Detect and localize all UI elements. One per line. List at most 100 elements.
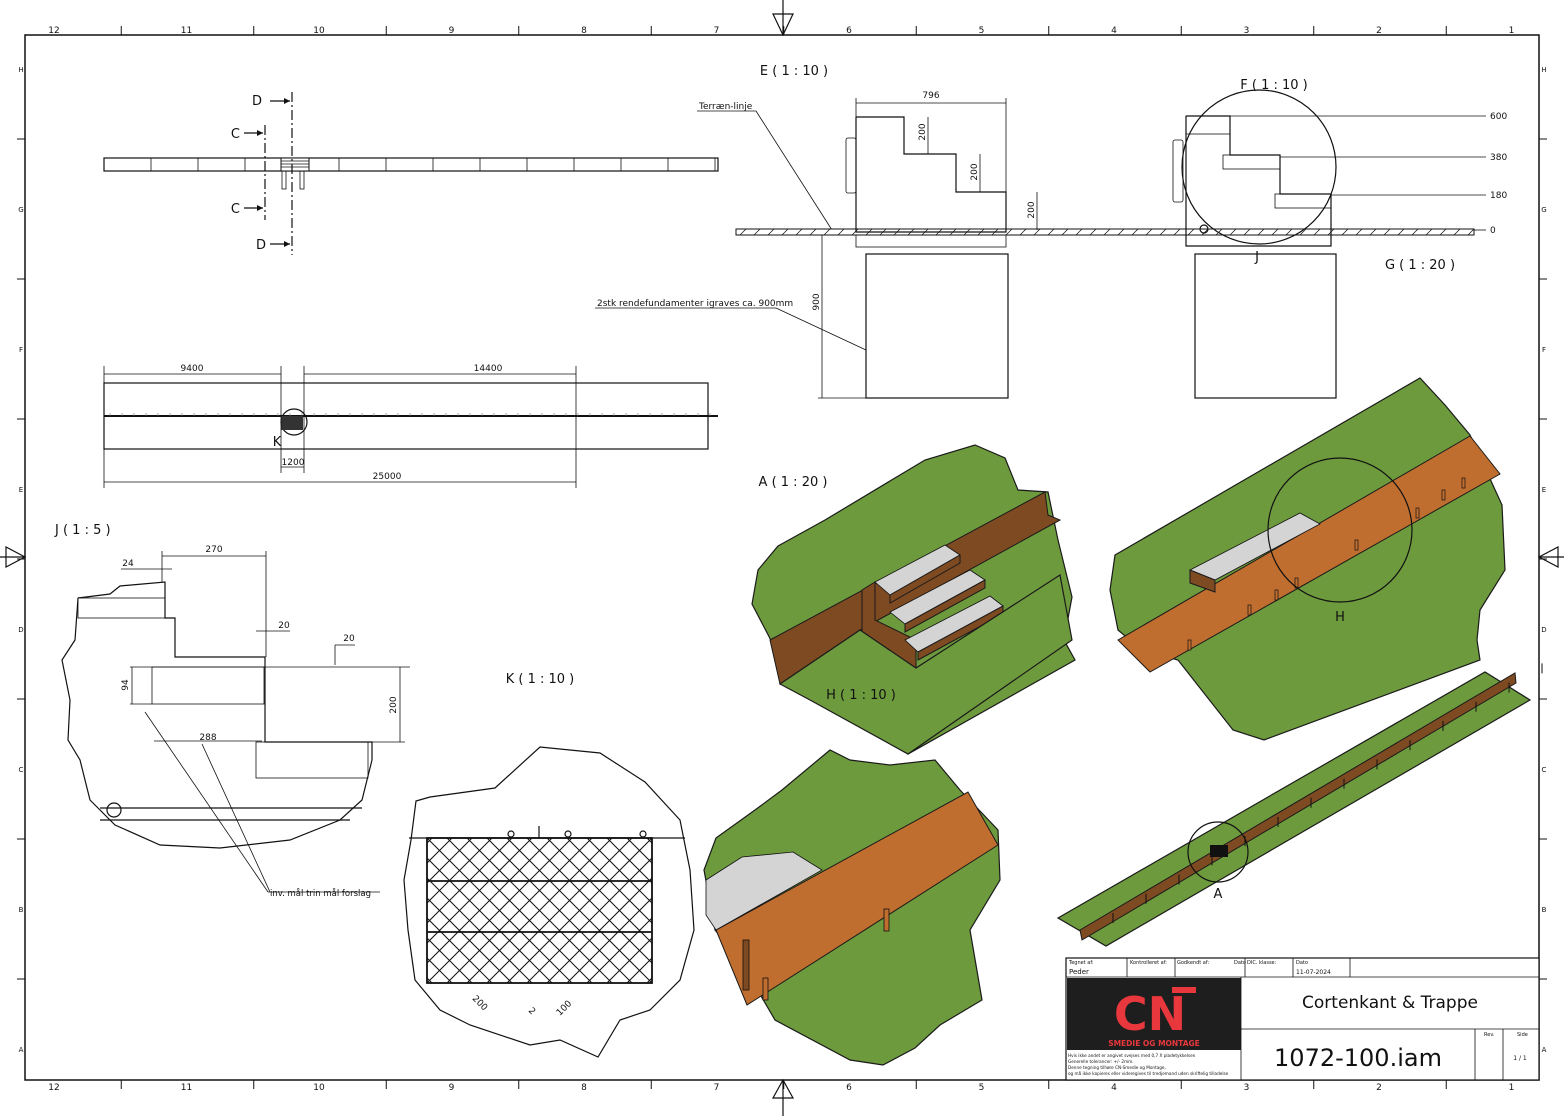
anchor-post <box>1247 604 1252 616</box>
anchor-post <box>1461 477 1466 489</box>
center-marker-top <box>772 0 794 37</box>
note-line-2: Generelle tolerancer: +/- 2mm. <box>1068 1059 1134 1064</box>
row-label-left: F <box>19 346 23 354</box>
col-label-bottom: 8 <box>581 1083 587 1093</box>
row-label-right: D <box>1541 626 1546 634</box>
drawing-number: 1072-100.iam <box>1274 1044 1442 1072</box>
drawing-title: Cortenkant & Trappe <box>1302 993 1478 1013</box>
view-a-title: A ( 1 : 20 ) <box>759 475 828 490</box>
dim-k-200: 200 <box>470 994 489 1013</box>
col-label-top: 11 <box>181 26 192 36</box>
center-marker-left <box>0 546 27 568</box>
col-label-bottom: 7 <box>714 1083 720 1093</box>
view-g-title: G ( 1 : 20 ) <box>1385 258 1455 273</box>
col-label-bottom: 4 <box>1111 1083 1117 1093</box>
plan-view-top: D C C D <box>103 92 719 255</box>
company-logo <box>1067 978 1241 1050</box>
section-label-c-bottom: C <box>231 202 240 217</box>
dim-k-100: 100 <box>555 999 574 1018</box>
terrain-label: Terræn-linje <box>698 102 753 112</box>
anchor-post <box>1415 507 1420 519</box>
detail-label-j: J <box>1254 250 1259 265</box>
stair-riser <box>889 554 961 604</box>
dim-20-a: 20 <box>278 621 290 631</box>
detail-label-k: K <box>273 435 282 450</box>
col-label-bottom: 10 <box>313 1083 325 1093</box>
dim-200-j: 200 <box>389 696 399 713</box>
level-0: 0 <box>1490 226 1496 236</box>
dic-class-label: DIC. klasse: <box>1247 960 1277 966</box>
dim-1200: 1200 <box>282 458 305 468</box>
view-e-title: E ( 1 : 10 ) <box>760 64 828 79</box>
row-label-left: E <box>19 486 23 494</box>
sheet-value: 1 / 1 <box>1513 1055 1527 1062</box>
dim-200-step2: 200 <box>970 163 980 180</box>
dim-94: 94 <box>121 679 131 691</box>
note-line-1: Hvis ikke andet er angivet svejses med 0… <box>1068 1053 1196 1058</box>
view-h-iso: H <box>1109 377 1506 741</box>
logo-subtitle: SMEDIE OG MONTAGE <box>1108 1039 1200 1048</box>
col-label-top: 4 <box>1111 26 1117 36</box>
view-overview-iso: A <box>1056 663 1543 947</box>
detail-label-a: A <box>1214 887 1223 902</box>
row-label-right: A <box>1542 1046 1547 1054</box>
dim-14400: 14400 <box>474 364 503 374</box>
dim-200-step3: 200 <box>1027 201 1037 218</box>
dim-25000: 25000 <box>373 472 402 482</box>
row-label-left: C <box>19 766 24 774</box>
rev-label: Rev. <box>1484 1032 1495 1038</box>
view-e-section: E ( 1 : 10 ) Terræn-linje 796 200 200 20… <box>595 64 1475 399</box>
dim-k-2: 2 <box>526 1006 537 1017</box>
col-label-bottom: 2 <box>1376 1083 1382 1093</box>
dim-796: 796 <box>922 91 939 101</box>
row-label-left: D <box>18 626 23 634</box>
view-k-title: K ( 1 : 10 ) <box>506 672 575 687</box>
view-f-title: F ( 1 : 10 ) <box>1240 78 1307 93</box>
view-j-detail: J ( 1 : 5 ) 270 24 20 20 94 200 288 inv.… <box>54 523 410 899</box>
view-j-title: J ( 1 : 5 ) <box>54 523 111 538</box>
anchor-post <box>1187 639 1192 651</box>
stair-riser <box>904 579 986 633</box>
col-label-bottom: 11 <box>181 1083 192 1093</box>
dim-288: 288 <box>199 733 216 743</box>
col-label-top: 12 <box>48 26 59 36</box>
dim-200-step1: 200 <box>918 123 928 140</box>
dim-9400: 9400 <box>181 364 204 374</box>
date-value: 11-07-2024 <box>1296 969 1331 976</box>
note-line-3: Denne tegning tilhøre CN-Smedie og Monta… <box>1068 1065 1166 1070</box>
row-label-right: C <box>1542 766 1547 774</box>
col-label-bottom: 3 <box>1244 1083 1250 1093</box>
level-180: 180 <box>1490 191 1507 201</box>
row-label-right: H <box>1541 66 1546 74</box>
col-label-bottom: 12 <box>48 1083 59 1093</box>
row-label-left: B <box>19 906 24 914</box>
center-marker-right <box>1537 546 1564 568</box>
view-corner-iso <box>703 749 1001 1066</box>
row-label-left: H <box>18 66 23 74</box>
drawn-by-value: Peder <box>1069 968 1089 976</box>
anchor-post <box>1441 489 1446 501</box>
row-label-right: E <box>1542 486 1546 494</box>
col-label-bottom: 9 <box>449 1083 455 1093</box>
checked-by-label: Kontrolleret af: <box>1130 960 1167 966</box>
col-label-top: 1 <box>1509 26 1515 36</box>
row-label-right: B <box>1542 906 1547 914</box>
foundation-label: 2stk rendefundamenter igraves ca. 900mm <box>597 299 793 309</box>
detail-label-h: H <box>1335 610 1345 625</box>
col-label-top: 9 <box>449 26 455 36</box>
center-marker-bottom <box>771 1078 795 1116</box>
row-label-left: G <box>18 206 23 214</box>
dim-24: 24 <box>122 559 134 569</box>
section-label-d-bottom: D <box>256 238 266 253</box>
dim-270: 270 <box>205 545 222 555</box>
row-label-left: A <box>19 1046 24 1054</box>
date-label: Dato <box>1296 960 1308 966</box>
dim-20-b: 20 <box>343 634 355 644</box>
col-label-top: 8 <box>581 26 587 36</box>
anchor-post <box>1274 589 1279 601</box>
section-label-d-top: D <box>252 94 262 109</box>
col-label-top: 3 <box>1244 26 1250 36</box>
section-label-c-top: C <box>231 127 240 142</box>
